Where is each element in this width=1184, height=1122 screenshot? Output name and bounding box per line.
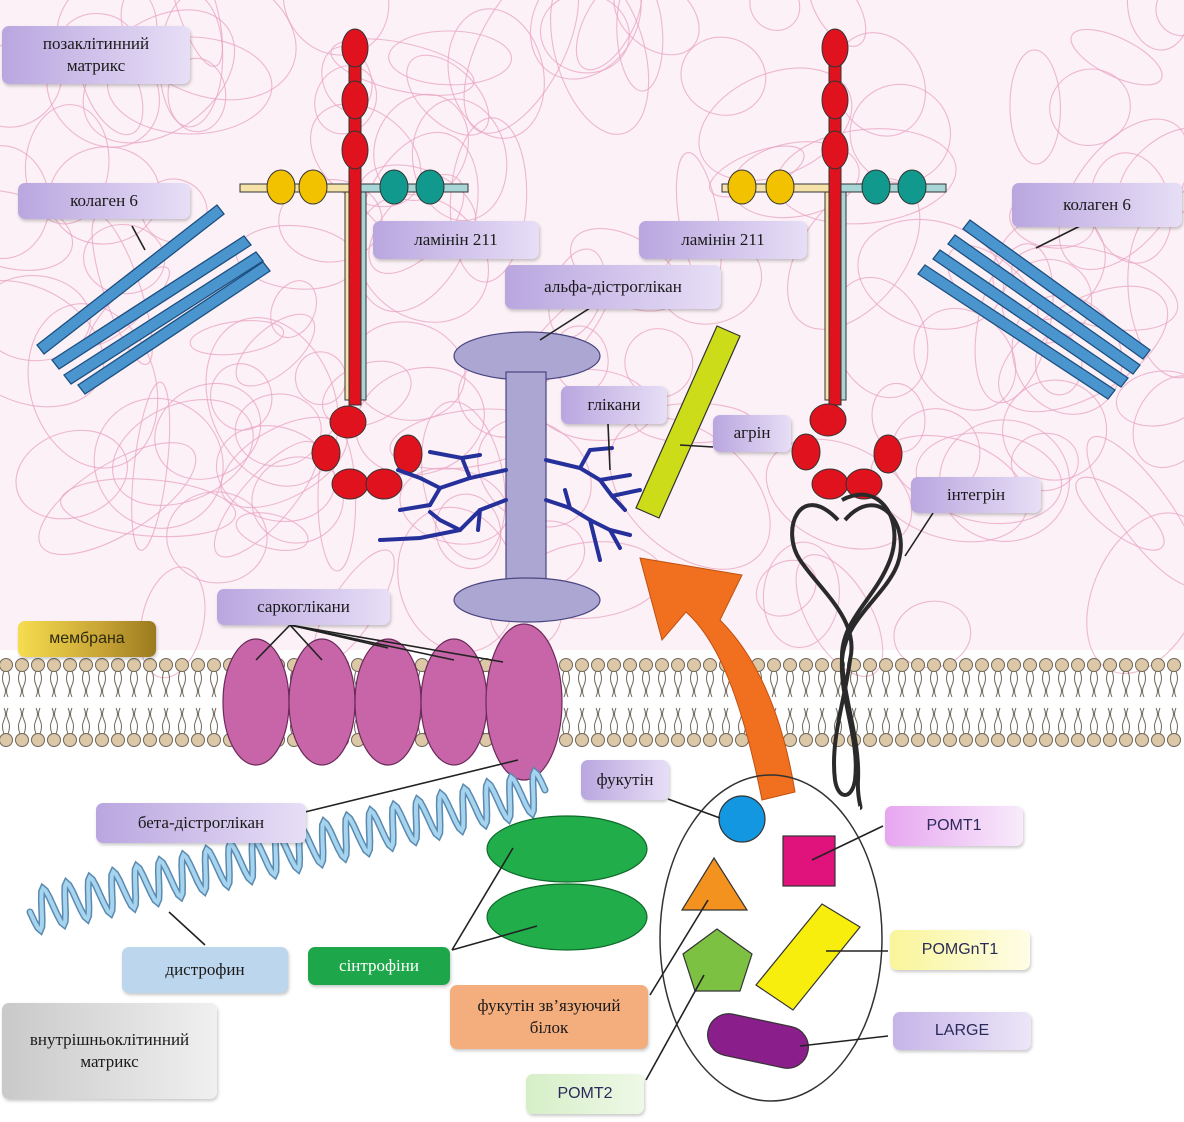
integrin <box>790 492 903 810</box>
extracellular-fiber-mesh <box>0 0 1184 679</box>
fukutin-shape <box>718 795 766 843</box>
large-shape <box>707 1013 809 1069</box>
dystrophin-label: дистрофин <box>122 947 288 993</box>
fukutin-label: фукутін <box>581 760 669 800</box>
sarcoglycans-label: саркоглікани <box>217 589 390 625</box>
large-label: LARGE <box>893 1012 1031 1050</box>
collagen-6-right <box>917 219 1151 400</box>
cell-membrane-bilayer <box>0 658 1181 747</box>
agrin <box>635 325 741 519</box>
membrane-label: мембрана <box>18 621 156 657</box>
glycosylation-arrow <box>639 557 796 801</box>
glycan-trees <box>378 446 642 562</box>
collagen-6-left <box>36 204 271 395</box>
laminin-211-right-label: ламінін 211 <box>639 221 807 259</box>
alpha-dystroglycan-label: альфа-дістроглікан <box>505 265 721 309</box>
syntrophins <box>486 815 648 951</box>
beta-dystroglycan-label: бета-дістроглікан <box>96 803 306 843</box>
agrin-label: агрін <box>713 415 791 452</box>
intracellular-matrix-label: внутрішньоклітинний матрикс <box>2 1003 217 1099</box>
pomgnt1-shape <box>755 903 861 1011</box>
collagen-6-right-label: колаген 6 <box>1012 183 1182 227</box>
alpha-dystroglycan <box>453 331 601 623</box>
beta-dystroglycan <box>485 623 563 781</box>
pomt2-label: POMT2 <box>526 1074 644 1114</box>
fukutin-binding-protein-label: фукутін зв’язуючий білок <box>450 985 648 1049</box>
pomt1-label: POMT1 <box>885 806 1023 846</box>
extracellular-matrix-label: позаклітинний матрикс <box>2 26 190 84</box>
golgi-enzyme-compartment <box>659 774 883 1102</box>
syntrophins-label: сінтрофіни <box>308 947 450 985</box>
laminin-211-left <box>239 28 469 500</box>
pomgnt1-label: POMGnT1 <box>890 930 1030 970</box>
fkrp-shape <box>680 856 749 911</box>
pomt2-shape <box>682 928 753 992</box>
dystrophin-highlight <box>28 768 547 934</box>
integrin-label: інтегрін <box>911 477 1041 513</box>
laminin-211-right <box>721 28 947 500</box>
glycans-label: глікани <box>561 386 667 424</box>
laminin-211-left-label: ламінін 211 <box>373 221 539 259</box>
collagen-6-left-label: колаген 6 <box>18 183 190 219</box>
pomt1-shape <box>782 835 836 887</box>
leader-lines <box>131 225 1081 1081</box>
sarcoglycans <box>222 638 488 766</box>
